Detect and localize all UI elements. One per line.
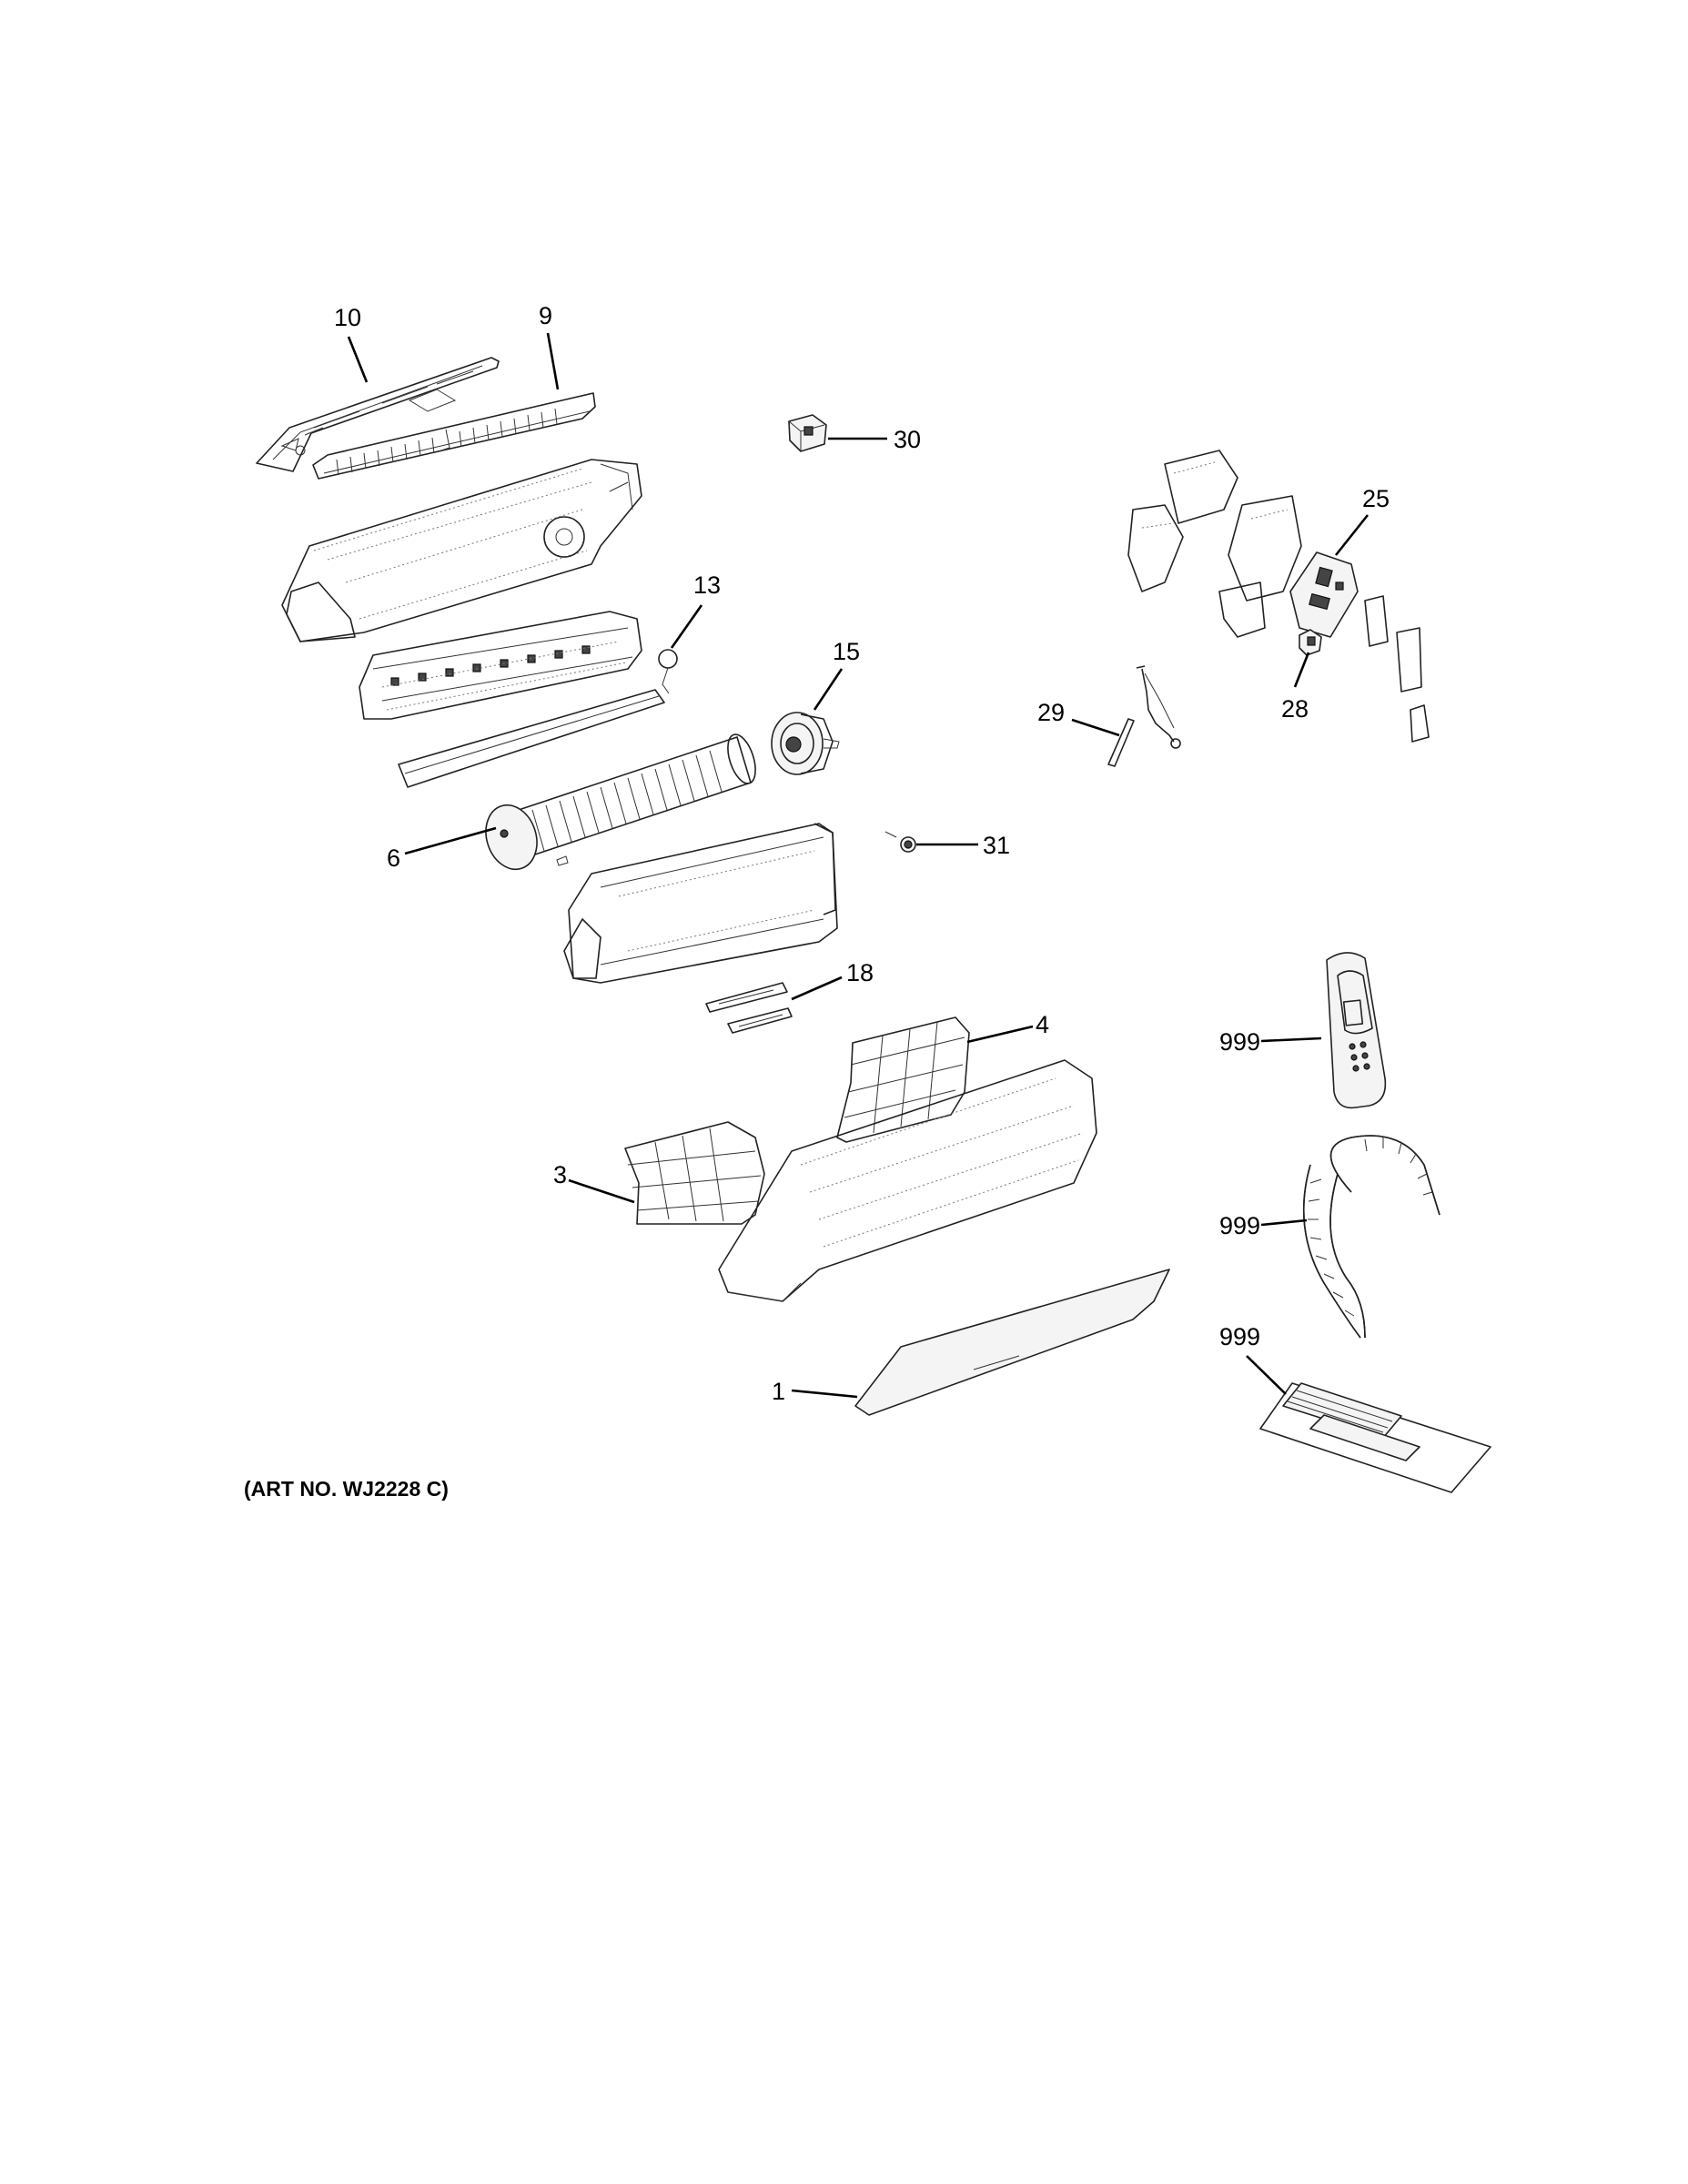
callout-9: 9 [539, 302, 552, 329]
part-4-air-filter-right [836, 1016, 970, 1143]
callout-10: 10 [334, 304, 361, 331]
callout-6: 6 [387, 844, 400, 872]
part-29-thermistor [1107, 665, 1181, 767]
callout-25: 25 [1362, 485, 1390, 512]
part-999-remote-control [1326, 952, 1387, 1109]
callout-13: 13 [693, 571, 721, 599]
callout-1: 1 [772, 1378, 785, 1405]
callout-31: 31 [983, 832, 1010, 859]
part-31-bushing [884, 831, 916, 853]
part-10-top-panel [256, 357, 500, 472]
part-3-air-filter-left [624, 1121, 765, 1225]
callout-labels: 10 9 30 25 13 15 28 29 6 31 18 4 999 3 9… [334, 302, 1390, 1405]
part-9-louver-grille [312, 392, 596, 480]
part-1-front-panel [854, 1269, 1170, 1416]
callout-28: 28 [1281, 695, 1309, 723]
callout-999-literature: 999 [1219, 1323, 1260, 1350]
evaporator-rail [359, 611, 642, 720]
control-box-assembly [1127, 450, 1430, 743]
part-18-display-board [705, 982, 793, 1034]
callout-29: 29 [1037, 699, 1065, 726]
part-6-blower-wheel [485, 733, 756, 871]
part-999-literature-kit [1259, 1382, 1491, 1493]
callout-999-hose: 999 [1219, 1212, 1260, 1239]
part-15-fan-motor [771, 712, 840, 775]
art-number-label: (ART NO. WJ2228 C) [244, 1477, 449, 1501]
callout-15: 15 [833, 638, 860, 665]
part-25-control-board [1289, 551, 1359, 638]
air-vane-strip [398, 689, 665, 788]
callout-999-remote: 999 [1219, 1028, 1260, 1056]
part-30-cube [788, 414, 827, 452]
callout-3: 3 [553, 1161, 567, 1188]
callout-18: 18 [846, 959, 874, 986]
front-housing [718, 1059, 1097, 1302]
leader-lines [347, 332, 1370, 1399]
part-13-step-motor [658, 649, 678, 694]
callout-30: 30 [894, 426, 921, 453]
part-28-relay [1299, 629, 1322, 656]
callout-4: 4 [1036, 1011, 1049, 1038]
part-999-drain-hose [1302, 1135, 1440, 1339]
evaporator-coil [563, 823, 838, 984]
rear-chassis [281, 459, 642, 642]
